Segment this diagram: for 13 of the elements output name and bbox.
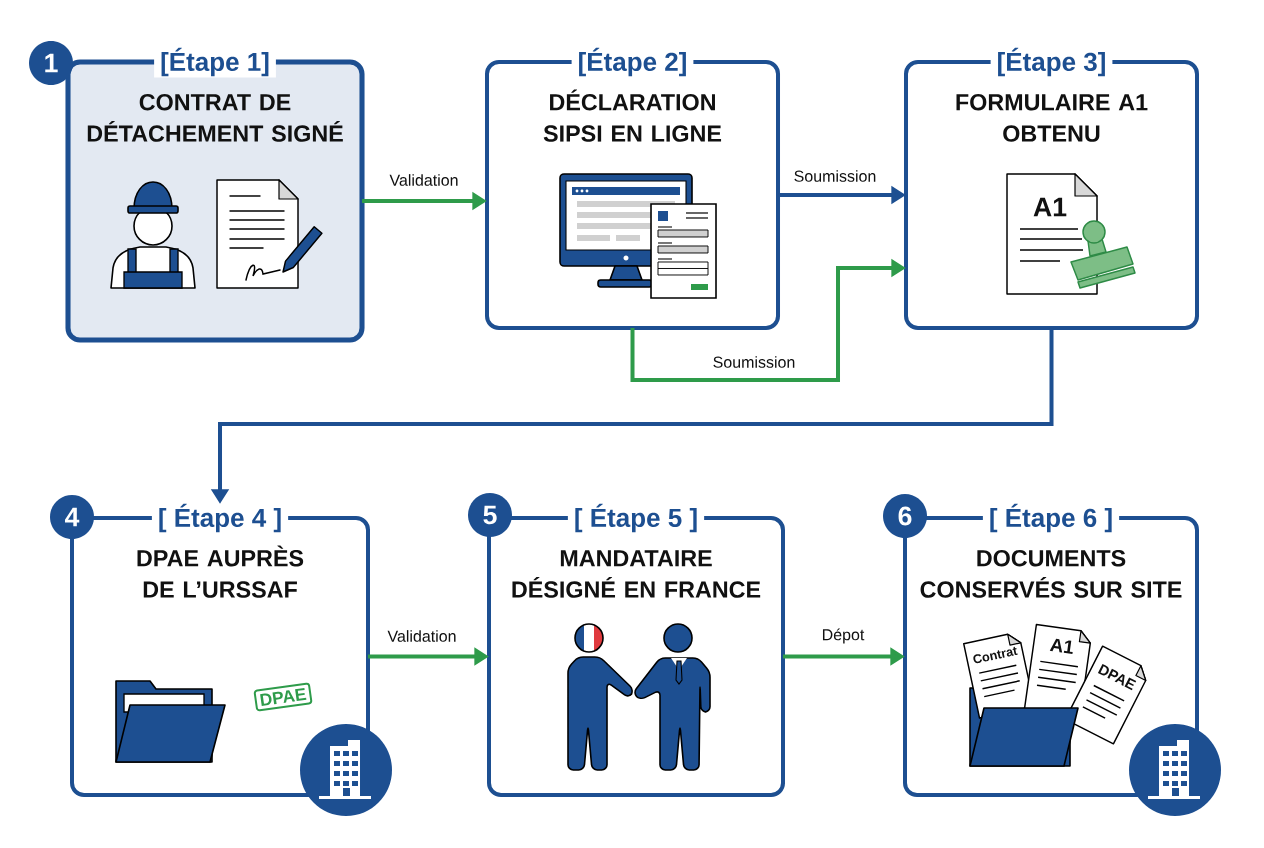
- step-number-badge: 4: [50, 495, 94, 539]
- step-number-badge: 1: [29, 41, 73, 85]
- document-label: Contrat: [973, 646, 1018, 664]
- edge-label: Validation: [387, 172, 461, 188]
- edge-label: Dépot: [819, 626, 867, 646]
- step-number-badge: 5: [468, 493, 512, 537]
- edge-label: Soumission: [710, 354, 798, 370]
- stamp-label: DPAE: [253, 682, 313, 712]
- step-number-badge: 6: [883, 494, 927, 538]
- document-label: A1: [1033, 197, 1067, 217]
- edge-label: Soumission: [791, 168, 879, 184]
- edge-label: Validation: [385, 628, 459, 644]
- document-label: A1: [1049, 638, 1073, 654]
